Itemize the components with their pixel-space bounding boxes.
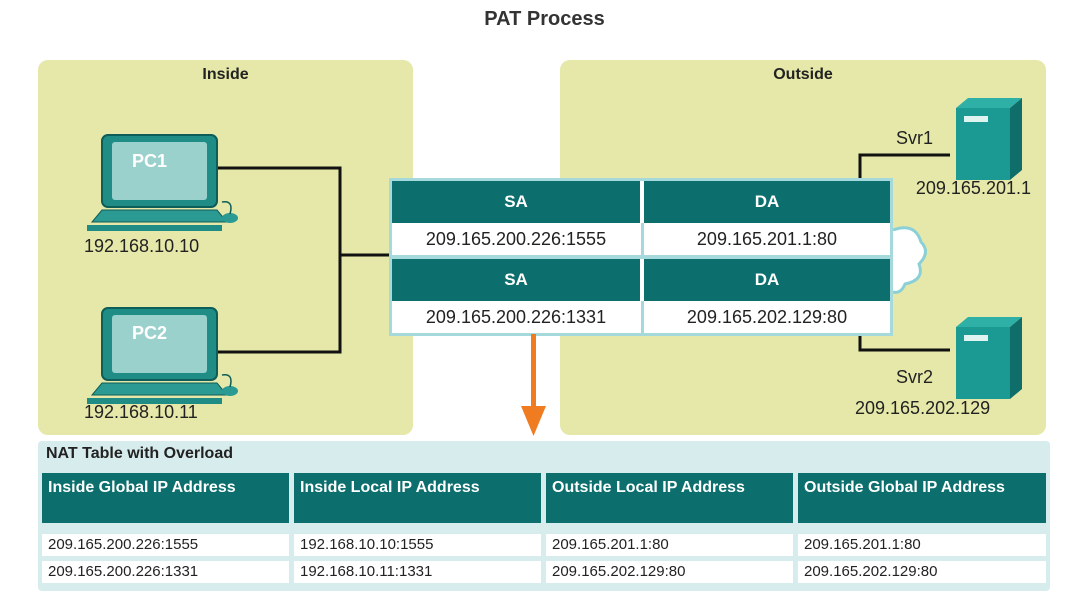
nat-header-inside-local: Inside Local IP Address xyxy=(294,473,541,523)
pc-links xyxy=(218,166,342,354)
nat-header-outside-global: Outside Global IP Address xyxy=(798,473,1046,523)
packet-1-da-header: DA xyxy=(644,181,890,223)
pc2-ip: 192.168.10.11 xyxy=(84,402,198,422)
server-icon xyxy=(956,317,1022,399)
packet-1-divider xyxy=(641,223,644,255)
packet-1: SA DA 209.165.200.226:1555 209.165.201.1… xyxy=(389,178,893,258)
svr2-link xyxy=(858,330,950,352)
pc1-icon[interactable] xyxy=(82,130,242,235)
nat-cell: 192.168.10.11:1331 xyxy=(294,561,541,583)
svr1-ip: 209.165.201.1 xyxy=(915,178,1031,198)
packet-2-da-value: 209.165.202.129:80 xyxy=(644,301,890,333)
packet-1-sa-value: 209.165.200.226:1555 xyxy=(392,223,640,255)
nat-cell: 209.165.202.129:80 xyxy=(798,561,1046,583)
nat-cell: 192.168.10.10:1555 xyxy=(294,534,541,556)
outside-zone-label: Outside xyxy=(773,66,833,83)
packet-2-divider xyxy=(641,301,644,333)
nat-table-title: NAT Table with Overload xyxy=(46,445,233,462)
packet-1-sa-header: SA xyxy=(392,181,640,223)
pc2-icon[interactable] xyxy=(82,303,242,408)
pc1-label: PC1 xyxy=(132,151,168,171)
pc1-ip: 192.168.10.10 xyxy=(84,236,200,256)
nat-cell: 209.165.201.1:80 xyxy=(798,534,1046,556)
packet-2-sa-value: 209.165.200.226:1331 xyxy=(392,301,640,333)
diagram-title: PAT Process xyxy=(484,8,605,30)
svr2-ip: 209.165.202.129 xyxy=(855,398,991,418)
svr2-icon[interactable] xyxy=(948,315,1028,403)
pc-icon xyxy=(87,307,238,404)
inside-zone-label: Inside xyxy=(202,66,249,83)
svr1-icon[interactable] xyxy=(948,96,1028,184)
arrow-down-icon xyxy=(521,334,546,436)
packet-2: SA DA 209.165.200.226:1331 209.165.202.1… xyxy=(389,256,893,336)
pc2-label: PC2 xyxy=(132,323,168,343)
packet-1-da-value: 209.165.201.1:80 xyxy=(644,223,890,255)
nat-header-outside-local: Outside Local IP Address xyxy=(546,473,793,523)
packet-2-da-header: DA xyxy=(644,259,890,301)
svr1-link xyxy=(858,153,950,180)
cloud-icon xyxy=(892,226,927,294)
pc-icon xyxy=(87,134,238,231)
server-icon xyxy=(956,98,1022,180)
packet-2-sa-header: SA xyxy=(392,259,640,301)
inside-zone: Inside xyxy=(38,60,413,435)
svr1-label: Svr1 xyxy=(896,128,934,148)
nat-table: NAT Table with Overload Inside Global IP… xyxy=(38,441,1050,591)
nat-cell: 209.165.201.1:80 xyxy=(546,534,793,556)
nat-cell: 209.165.200.226:1331 xyxy=(42,561,289,583)
nat-cell: 209.165.202.129:80 xyxy=(546,561,793,583)
nat-cell: 209.165.200.226:1555 xyxy=(42,534,289,556)
svr2-label: Svr2 xyxy=(896,367,934,387)
nat-header-inside-global: Inside Global IP Address xyxy=(42,473,289,523)
